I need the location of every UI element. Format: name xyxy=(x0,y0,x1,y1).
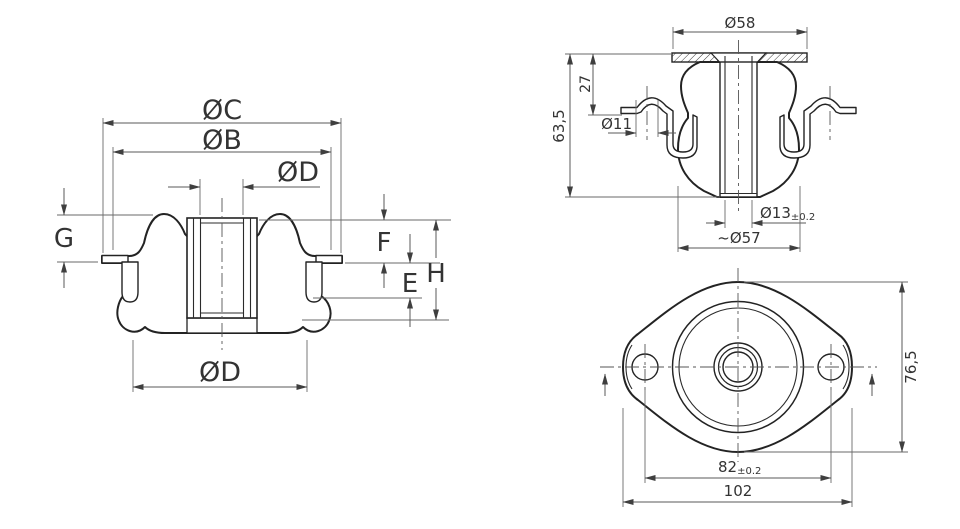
section-dimensions: ØC ØB ØD G F xyxy=(54,95,451,392)
dim-label-dia13: Ø13±0.2 xyxy=(760,204,815,223)
dim-label-76-5: 76,5 xyxy=(902,350,920,383)
dim-label-dia11: Ø11 xyxy=(601,115,632,133)
dim-label-h: H xyxy=(426,259,446,289)
dim-label-dia57: ~Ø57 xyxy=(717,229,760,247)
dim-label-g: G xyxy=(54,224,74,254)
wing-left xyxy=(620,97,698,159)
sleeve-flare xyxy=(709,52,768,64)
dim-label-dia-c: ØC xyxy=(202,95,242,126)
rubber-body-side xyxy=(677,61,800,198)
dim-label-dia-b: ØB xyxy=(202,125,242,156)
plan-view: 76,5 82±0.2 102 xyxy=(600,268,920,507)
dim-label-dia58: Ø58 xyxy=(725,14,756,32)
plan-dimensions: 76,5 82±0.2 102 xyxy=(622,281,920,507)
dim-label-dia-d-top: ØD xyxy=(277,157,319,188)
dim-label-e: E xyxy=(402,269,418,299)
flange-plate-left xyxy=(101,254,139,303)
cross-section-view: ØC ØB ØD G F xyxy=(54,95,451,392)
side-section-view: Ø58 63,5 27 Ø11 Ø13±0.2 xyxy=(550,14,857,252)
wing-right xyxy=(779,97,857,159)
dim-label-82: 82±0.2 xyxy=(718,458,761,477)
dim-label-102: 102 xyxy=(724,482,753,500)
flange-plate-right xyxy=(305,254,343,303)
dim-label-27: 27 xyxy=(578,75,594,93)
dim-label-f: F xyxy=(377,228,392,258)
dim-label-63-5: 63,5 xyxy=(550,109,568,142)
side-dimensions: Ø58 63,5 27 Ø11 Ø13±0.2 xyxy=(550,14,815,252)
dim-label-dia-d-bottom: ØD xyxy=(199,357,241,388)
cap-bend-right xyxy=(842,344,850,390)
